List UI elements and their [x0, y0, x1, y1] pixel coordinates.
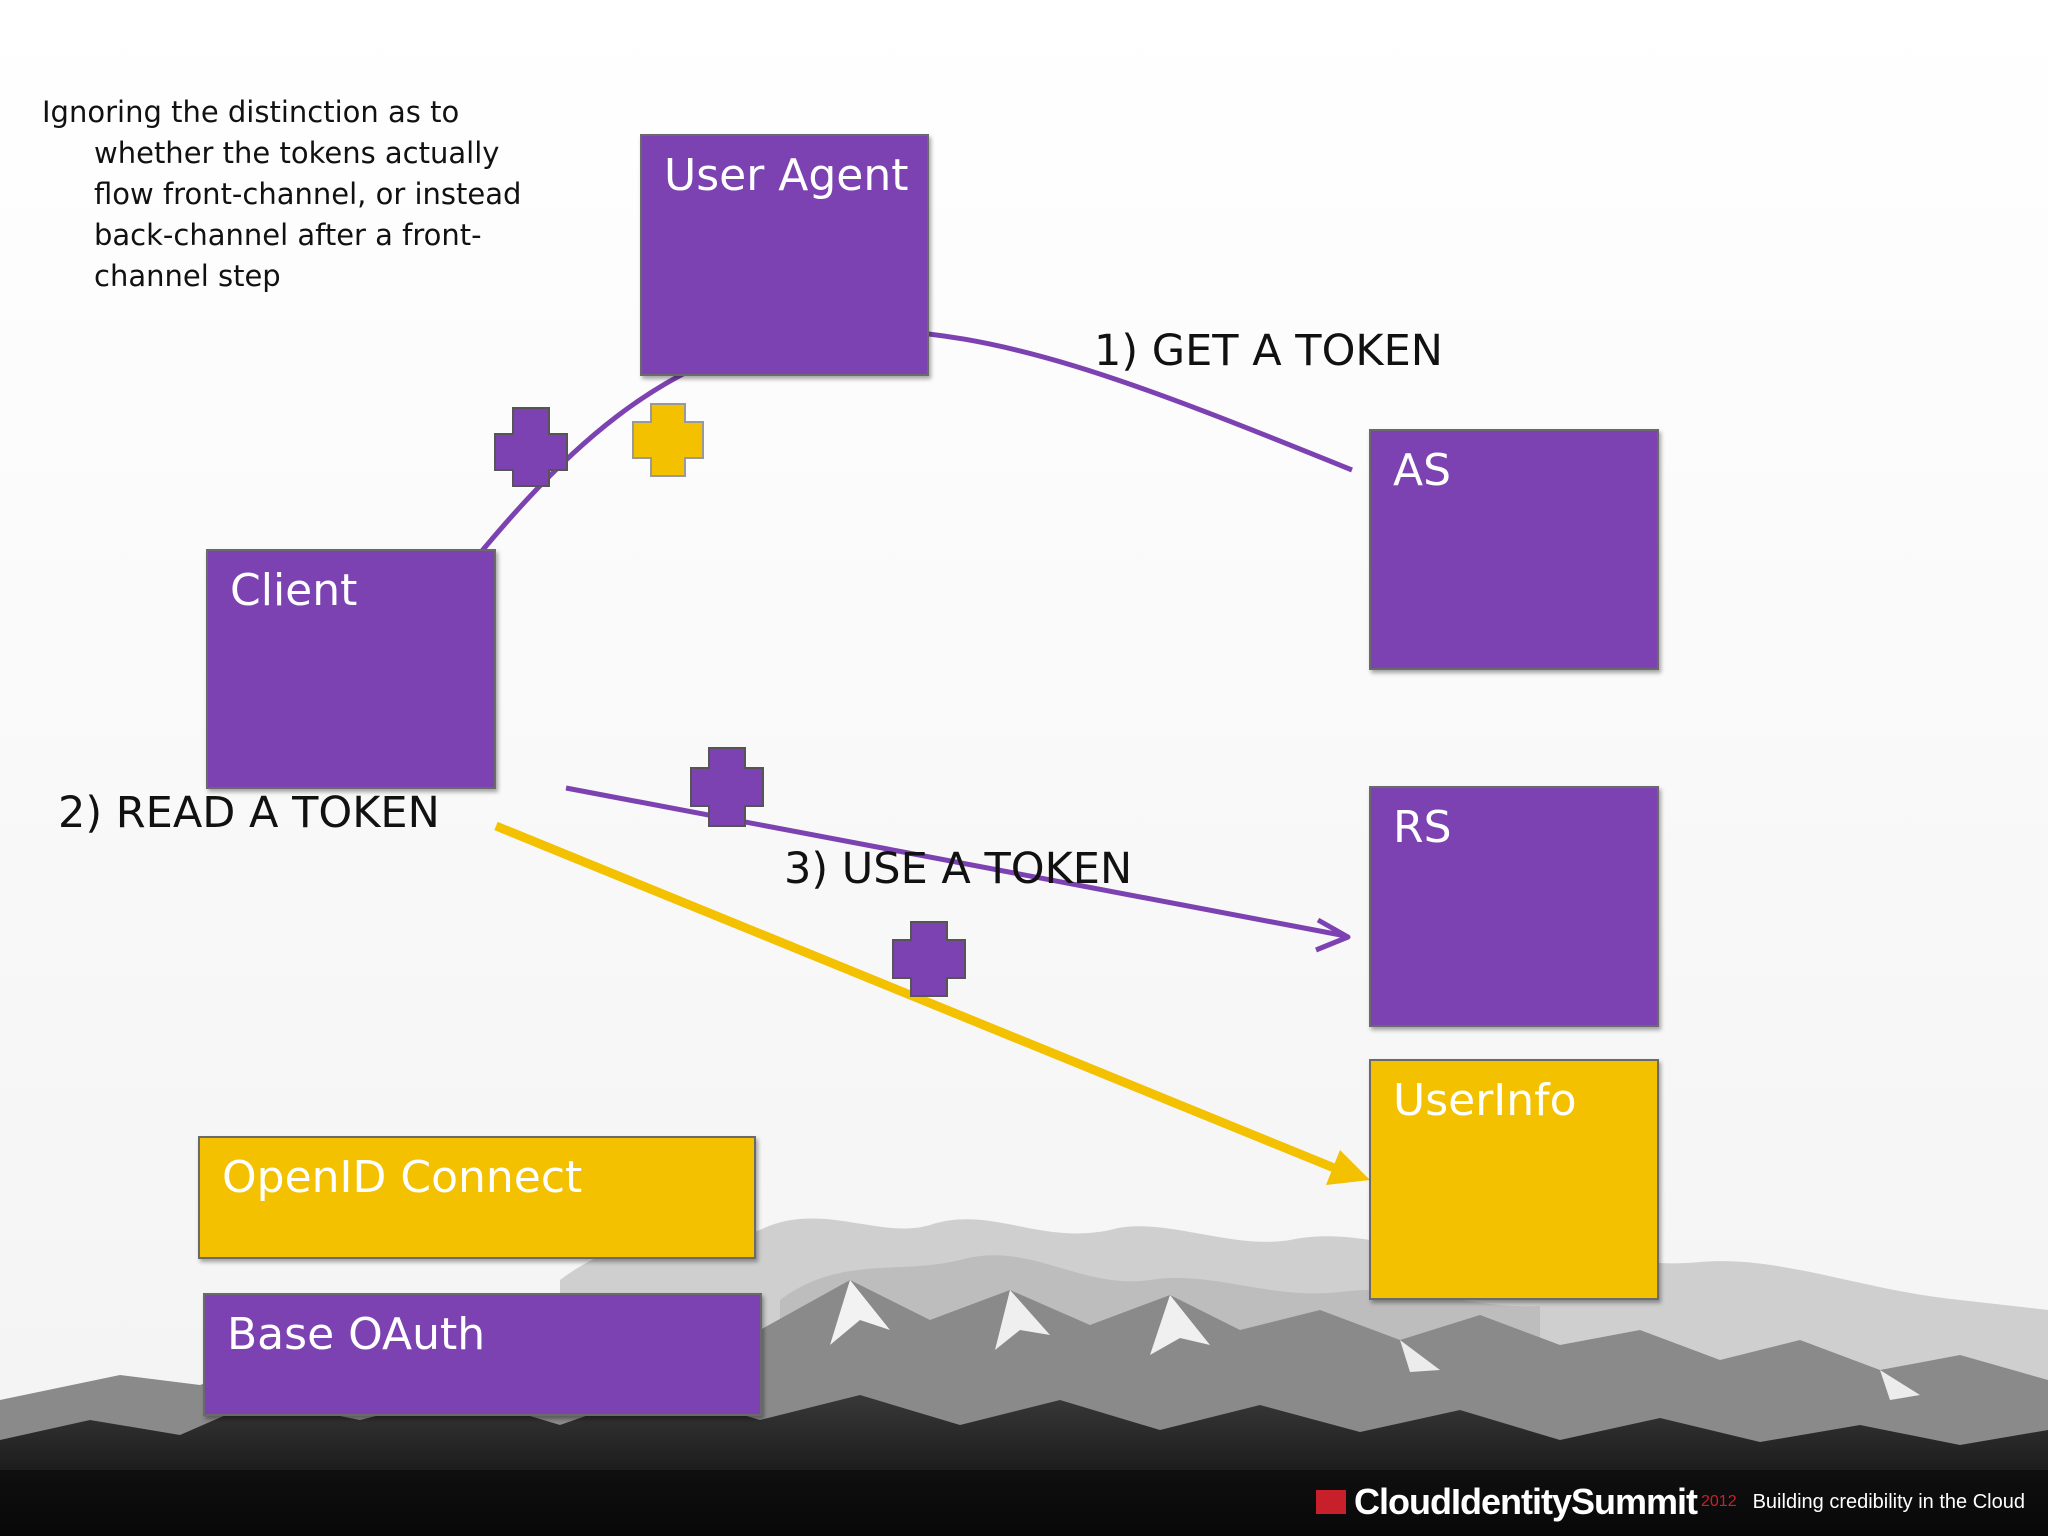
yellow-token-icon	[632, 403, 704, 477]
base-oauth-legend: Base OAuth	[203, 1293, 762, 1416]
read-token-flow-line	[494, 821, 1346, 1177]
logo-year: 2012	[1701, 1493, 1737, 1510]
use-token-flow-line	[565, 785, 1347, 939]
user-agent-label: User Agent	[664, 150, 909, 201]
purple-token-icon	[892, 921, 966, 997]
openid-connect-label: OpenID Connect	[222, 1152, 583, 1203]
read-token-step-label: 2) READ A TOKEN	[58, 788, 440, 838]
note-line: channel step	[94, 259, 281, 293]
userinfo-box: UserInfo	[1369, 1059, 1659, 1300]
openid-connect-legend: OpenID Connect	[198, 1136, 756, 1259]
as-label: AS	[1393, 445, 1452, 496]
note-line: whether the tokens actually	[94, 136, 500, 170]
distinction-note: Ignoring the distinction as to whether t…	[42, 92, 522, 297]
use-token-step-label: 3) USE A TOKEN	[784, 844, 1133, 894]
use-token-arrowhead	[1315, 917, 1351, 953]
client-box: Client	[206, 549, 496, 789]
logo-mark-icon	[1316, 1490, 1346, 1514]
as-box: AS	[1369, 429, 1659, 670]
client-label: Client	[230, 565, 358, 616]
rs-label: RS	[1393, 802, 1452, 853]
base-oauth-label: Base OAuth	[227, 1309, 486, 1360]
purple-token-icon	[494, 407, 568, 487]
note-line: flow front-channel, or instead	[94, 177, 522, 211]
note-line: Ignoring the distinction as to	[42, 95, 460, 129]
logo-tagline: Building credibility in the Cloud	[1752, 1490, 2025, 1513]
userinfo-label: UserInfo	[1393, 1075, 1577, 1126]
conference-logo: CloudIdentitySummit 2012 Building credib…	[1316, 1480, 2025, 1524]
user-agent-box: User Agent	[640, 134, 929, 376]
rs-box: RS	[1369, 786, 1659, 1027]
logo-name: CloudIdentitySummit	[1354, 1481, 1698, 1522]
get-token-step-label: 1) GET A TOKEN	[1094, 326, 1443, 376]
purple-token-icon	[690, 747, 764, 827]
read-token-arrowhead	[1326, 1150, 1370, 1185]
note-line: back-channel after a front-	[94, 218, 482, 252]
